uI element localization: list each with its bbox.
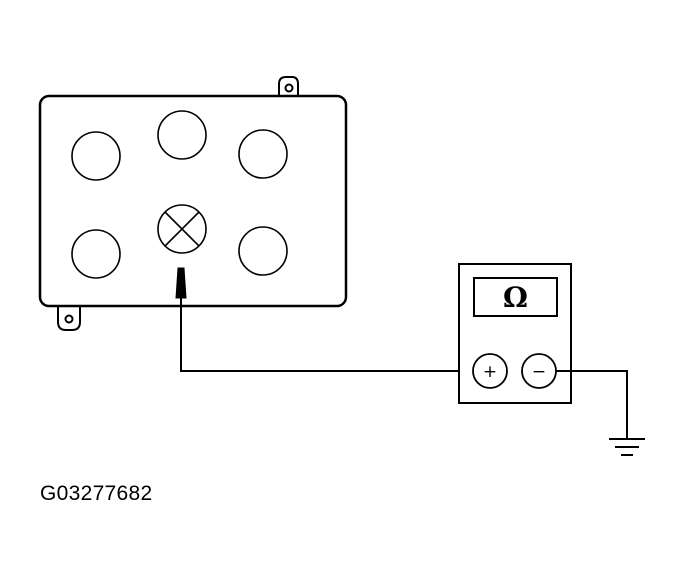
ground-symbol-icon bbox=[609, 438, 645, 456]
ohm-symbol: Ω bbox=[503, 281, 528, 314]
mounting-hole-top bbox=[284, 83, 294, 93]
terminal-1 bbox=[71, 131, 121, 181]
terminal-cavities bbox=[71, 110, 288, 279]
positive-terminal-label: + bbox=[483, 362, 497, 382]
terminal-6 bbox=[238, 226, 288, 276]
meter-display bbox=[473, 277, 558, 317]
terminal-4 bbox=[71, 229, 121, 279]
terminal-2 bbox=[157, 110, 207, 160]
positive-test-lead bbox=[180, 298, 473, 372]
figure-code: G03277682 bbox=[40, 482, 153, 505]
probe-tip bbox=[175, 267, 187, 299]
positive-terminal bbox=[472, 353, 508, 389]
negative-terminal-label: − bbox=[532, 362, 546, 382]
negative-test-lead bbox=[556, 370, 628, 438]
ohmmeter: Ω + − bbox=[458, 263, 572, 404]
terminal-3 bbox=[238, 129, 288, 179]
mounting-hole-bottom bbox=[64, 314, 74, 324]
terminal-5-test-point bbox=[157, 204, 207, 254]
